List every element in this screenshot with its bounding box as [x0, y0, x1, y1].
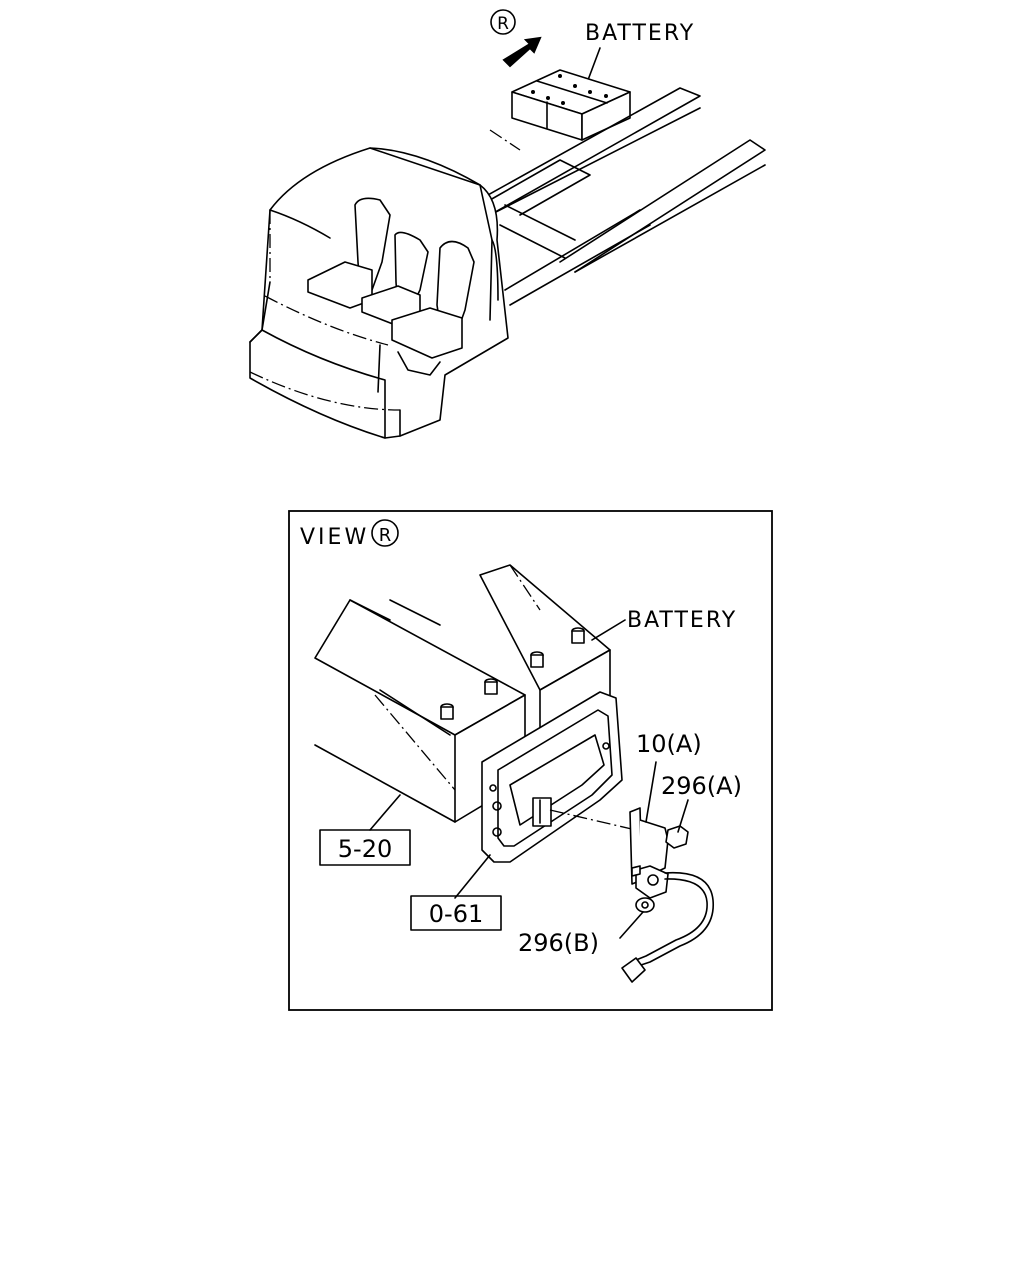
detail-view-border	[288, 510, 773, 1011]
nut-296b-icon	[635, 897, 655, 913]
view-marker-detail: R	[371, 519, 399, 547]
detail-view-panel: VIEW R B	[288, 510, 773, 1011]
battery-label-detail: BATTERY	[627, 608, 737, 633]
callout-296b: 296(B)	[518, 929, 599, 957]
relay-switch-assembly	[532, 797, 714, 983]
battery-leader-detail	[591, 619, 626, 641]
view-marker-letter: R	[497, 14, 509, 34]
overview-illustration: R BATTERY	[249, 9, 766, 439]
view-marker-top: R	[490, 9, 516, 35]
reference-0-61-text: 0-61	[429, 900, 483, 928]
leader-5-20	[369, 794, 401, 831]
callout-10a: 10(A)	[636, 730, 702, 758]
battery-leader-top	[587, 47, 601, 81]
battery-label-top: BATTERY	[585, 21, 695, 46]
leader-296b	[619, 911, 644, 939]
reference-5-20: 5-20	[319, 829, 411, 866]
chassis-frame	[469, 87, 766, 306]
view-direction-arrow-icon	[502, 36, 542, 68]
battery-tray	[481, 691, 623, 863]
battery-terminals	[440, 627, 585, 720]
leader-296a	[677, 799, 689, 833]
detail-view-title: VIEW	[300, 525, 369, 550]
view-marker-detail-letter: R	[379, 525, 392, 546]
cab-seats	[307, 197, 475, 376]
leader-10a	[645, 761, 657, 823]
battery-box-top	[511, 69, 631, 141]
leader-0-61	[454, 854, 491, 899]
reference-0-61: 0-61	[410, 895, 502, 931]
reference-5-20-text: 5-20	[338, 835, 392, 863]
callout-296a: 296(A)	[661, 772, 742, 800]
